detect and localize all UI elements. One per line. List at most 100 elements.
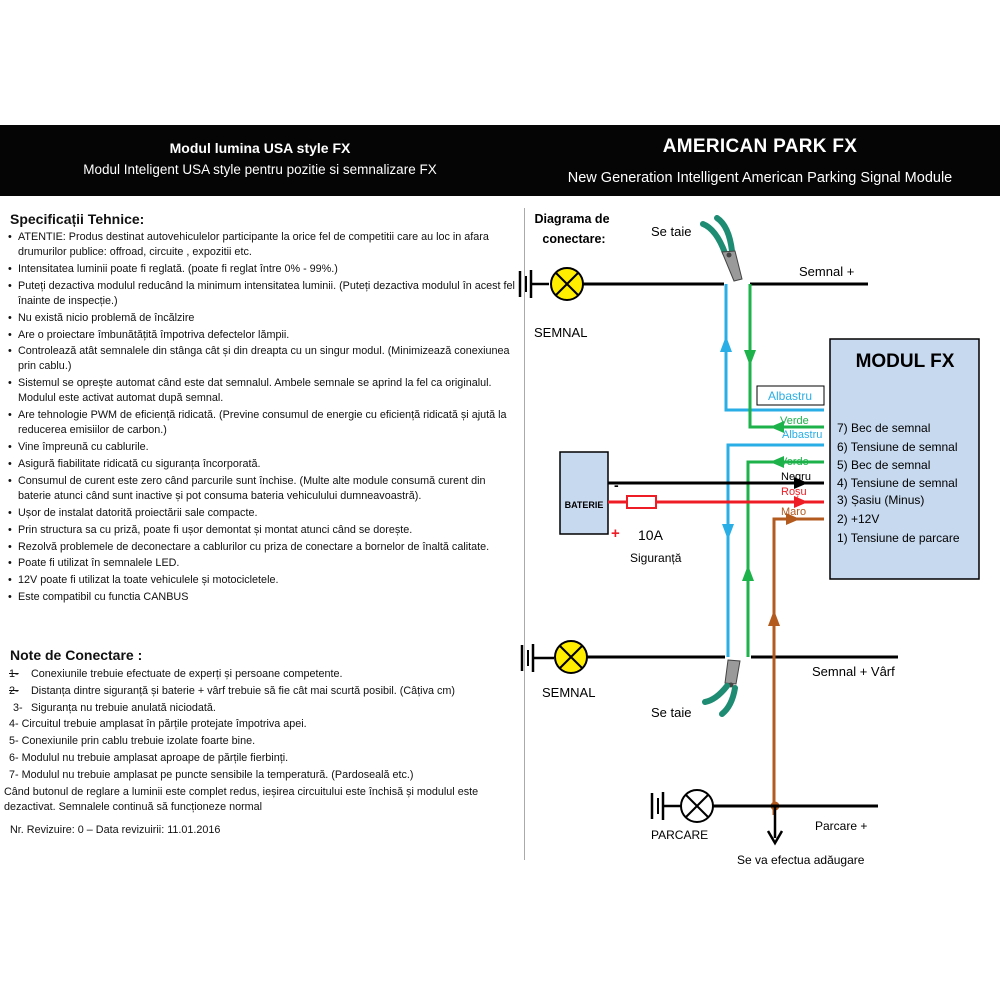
- green-arrow-down: [744, 350, 756, 366]
- diagram-title-line2: conectare:: [542, 232, 605, 246]
- parking-lamp-icon: [680, 789, 714, 823]
- parking-plus-label: Parcare +: [815, 819, 867, 833]
- cut-label-bottom: Se taie: [651, 705, 691, 720]
- spec-item: Consumul de curent este zero când parcur…: [8, 474, 520, 504]
- spec-item: Poate fi utilizat în semnalele LED.: [8, 556, 520, 571]
- addition-note: Se va efectua adăugare: [737, 853, 865, 867]
- note-item: 4-Circuitul trebuie amplasat în părțile …: [8, 717, 520, 732]
- wire-label-negru: Negru: [781, 471, 811, 483]
- right-subtitle: New Generation Intelligent American Park…: [567, 170, 953, 186]
- battery-box: [559, 451, 609, 535]
- spec-item: Sistemul se oprește automat când este da…: [8, 376, 520, 406]
- cut-label-top: Se taie: [651, 224, 691, 239]
- module-pin-5: 5) Bec de semnal: [837, 458, 930, 472]
- wire-label-albastru-2: Albastru: [782, 429, 822, 441]
- green-arrow-left: [770, 421, 784, 433]
- module-pin-1: 1) Tensiune de parcare: [837, 531, 960, 545]
- notes-title: Note de Conectare :: [10, 647, 143, 663]
- battery-plus-label: +: [611, 525, 620, 542]
- module-pin-2: 2) +12V: [837, 512, 879, 526]
- top-lamp-ground: [518, 270, 549, 298]
- spec-item: Intensitatea luminii poate fi reglată. (…: [8, 262, 520, 277]
- note-text: Circuitul trebuie amplasat în părțile pr…: [21, 718, 307, 731]
- spec-item: Ușor de instalat datorită proiectării sa…: [8, 506, 520, 521]
- spec-item: Rezolvă problemele de deconectare a cabl…: [8, 540, 520, 555]
- bottom-pliers-icon: [702, 659, 741, 717]
- top-signal-lamp-icon: [550, 267, 584, 301]
- specifications-list: ATENTIE: Produs destinat autovehiculelor…: [8, 230, 520, 605]
- wire-label-rosu: Roșu: [781, 486, 807, 498]
- green-wires: [746, 284, 824, 657]
- spec-item: Asigură fiabilitate ridicată cu siguranț…: [8, 457, 520, 472]
- note-text: Conexiunile trebuie efectuate de experți…: [31, 668, 343, 680]
- right-title: AMERICAN PARK FX: [662, 136, 858, 157]
- note-number: 7-: [9, 768, 19, 781]
- brown-parking-wire: [772, 517, 824, 815]
- parking-lamp-ground: [650, 792, 681, 820]
- fuse-icon: [626, 495, 657, 509]
- note-item: 1- Conexiunile trebuie efectuate de exper…: [8, 667, 520, 682]
- fuse-rating-label: 10A: [638, 527, 664, 543]
- note-text: Modulul nu trebuie amplasat aproape de p…: [21, 751, 289, 764]
- bottom-lamp-label: SEMNAL: [542, 685, 595, 700]
- signal-plus-label: Semnal +: [799, 264, 854, 279]
- top-lamp-label: SEMNAL: [534, 325, 587, 340]
- connection-notes-section: Note de Conectare : 1- Conexiunile trebui…: [4, 647, 520, 815]
- module-pin-6: 6) Tensiune de semnal: [837, 440, 958, 454]
- module-fx-box: [829, 338, 980, 580]
- left-subtitle: Modul Inteligent USA style pentru poziti…: [83, 162, 437, 177]
- spec-item: 12V poate fi utilizat la toate vehiculel…: [8, 573, 520, 588]
- note-number: 1-: [9, 668, 19, 680]
- note-number: 4-: [9, 718, 19, 731]
- notes-list: 1- Conexiunile trebuie efectuate de exper…: [8, 667, 520, 783]
- header-bar: Modul lumina USA style FX Modul Intelige…: [0, 125, 1000, 196]
- specifications-title: Specificații Tehnice:: [10, 211, 145, 227]
- red-arrow: [794, 496, 808, 508]
- spec-item: Are tehnologie PWM de eficiență ridicată…: [8, 408, 520, 438]
- module-title: MODUL FX: [856, 351, 955, 372]
- revision-info: Nr. Revizuire: 0 – Data revizuirii: 11.0…: [10, 824, 221, 836]
- blue-arrow-up: [720, 336, 732, 352]
- battery-label: BATERIE: [565, 500, 604, 510]
- brown-arrow-up: [768, 610, 780, 626]
- spec-item: Vine împreună cu cablurile.: [8, 440, 520, 455]
- note-text: Modulul nu trebuie amplasat pe puncte se…: [21, 768, 414, 781]
- notes-extra-text: Când butonul de reglare a luminii este c…: [4, 785, 479, 813]
- fuse-label: Siguranță: [630, 551, 682, 565]
- note-item: 7-Modulul nu trebuie amplasat pe puncte …: [8, 768, 520, 783]
- wire-label-maro: Maro: [781, 506, 806, 518]
- module-pin-4: 4) Tensiune de semnal: [837, 476, 958, 490]
- parking-lamp-label: PARCARE: [651, 828, 708, 842]
- blue-arrow-down: [722, 524, 734, 540]
- note-number: 6-: [9, 751, 19, 764]
- spec-item: Controlează atât semnalele din stânga câ…: [8, 344, 520, 374]
- spec-item: Prin structura sa cu priză, poate fi ușo…: [8, 523, 520, 538]
- column-divider: [524, 208, 525, 860]
- blue-wires: [724, 284, 824, 657]
- wire-label-verde: Verde: [780, 415, 809, 427]
- diagram-title-line1: Diagrama de: [534, 212, 609, 226]
- note-item: 3- Siguranța nu trebuie anulată niciodată…: [8, 701, 520, 716]
- black-arrow: [794, 477, 808, 489]
- bottom-signal-lamp-icon: [554, 640, 588, 674]
- spec-item: Are o proiectare îmbunătățită împotriva …: [8, 328, 520, 343]
- module-pin-7: 7) Bec de semnal: [837, 421, 930, 435]
- spec-item: Nu există nicio problemă de încălzire: [8, 311, 520, 326]
- note-number: 5-: [9, 735, 19, 748]
- note-text: Conexiunile prin cablu trebuie izolate f…: [21, 735, 256, 748]
- note-text: Siguranța nu trebuie anulată niciodată.: [31, 701, 216, 714]
- battery-minus-label: -: [614, 477, 619, 493]
- wire-label-albastru: Albastru: [768, 389, 812, 403]
- albastru-label-box: [756, 385, 825, 406]
- wire-label-verde-2: Verde: [780, 456, 809, 468]
- note-number: 3-: [13, 701, 23, 714]
- note-item: 2-Distanța dintre siguranță și baterie +…: [8, 684, 520, 699]
- bottom-lamp-ground: [520, 644, 554, 672]
- note-item: 5-Conexiunile prin cablu trebuie izolate…: [8, 734, 520, 749]
- addition-arrow-head: [766, 830, 784, 846]
- specifications-section: Specificații Tehnice: ATENTIE: Produs de…: [8, 211, 520, 607]
- module-pin-3: 3) Șasiu (Minus): [837, 493, 924, 507]
- green-arrow-up: [742, 565, 754, 581]
- note-text: Distanța dintre siguranță și baterie + v…: [31, 684, 455, 697]
